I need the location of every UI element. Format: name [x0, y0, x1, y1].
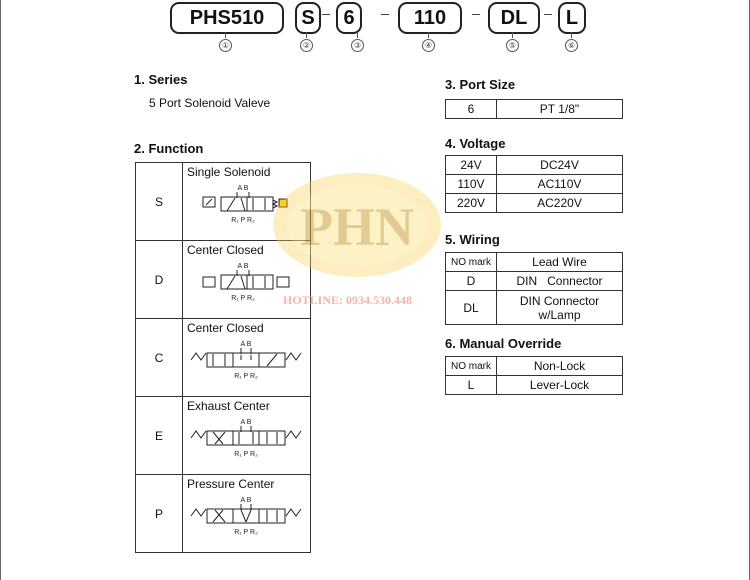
function-row: E Exhaust Center A B R₁ P R₂ [135, 396, 311, 475]
function-name: Single Solenoid [187, 165, 271, 179]
svg-text:A B: A B [238, 185, 249, 192]
voltage-heading: 4. Voltage [445, 136, 506, 151]
svg-text:R₁ P R₂: R₁ P R₂ [234, 373, 258, 380]
series-text: 5 Port Solenoid Valeve [149, 96, 271, 110]
double-solenoid-symbol: A B R₁ P R₂ [202, 263, 290, 302]
hotline-watermark: HOTLINE: 0934.530.448 [283, 293, 413, 307]
pressure-center-symbol: A B R₁ P R₂ [190, 497, 302, 536]
function-heading: 2. Function [134, 141, 204, 156]
function-code: D [135, 240, 183, 319]
series-heading: 1. Series [134, 72, 188, 87]
code-part-series: PHS510 [170, 2, 284, 34]
function-code: S [135, 162, 183, 241]
code-number-1: ① [219, 39, 232, 52]
function-name: Center Closed [187, 321, 264, 335]
svg-text:PHN: PHN [300, 197, 414, 257]
function-code: E [135, 396, 183, 475]
exhaust-center-symbol: A B R₁ P R₂ [190, 419, 302, 458]
svg-text:R₁ P R₂: R₁ P R₂ [231, 295, 255, 302]
svg-text:A B: A B [241, 419, 252, 426]
svg-text:A B: A B [241, 341, 252, 348]
center-closed-symbol: A B R₁ P R₂ [190, 341, 302, 380]
code-separator [381, 14, 389, 15]
code-part-override: L [558, 2, 586, 34]
wiring-heading: 5. Wiring [445, 232, 500, 247]
function-name: Center Closed [187, 243, 264, 257]
function-table: S Single Solenoid A B R₁ P R₂ D Center C… [135, 162, 311, 553]
code-separator [544, 14, 552, 15]
page-left-edge [0, 0, 1, 580]
code-number-6: ⑥ [565, 39, 578, 52]
port-size-heading: 3. Port Size [445, 77, 516, 92]
function-name: Exhaust Center [187, 399, 270, 413]
code-number-5: ⑤ [506, 39, 519, 52]
function-row: P Pressure Center A B R₁ P R₂ [135, 474, 311, 553]
code-part-wiring: DL [488, 2, 540, 34]
function-name: Pressure Center [187, 477, 275, 491]
code-separator [322, 14, 330, 15]
svg-text:R₁ P R₂: R₁ P R₂ [234, 529, 258, 536]
svg-text:A B: A B [238, 263, 249, 270]
single-solenoid-symbol: A B R₁ P R₂ [202, 185, 288, 224]
code-separator [472, 14, 480, 15]
code-part-port-size: 6 [336, 2, 362, 34]
code-part-voltage: 110 [398, 2, 462, 34]
svg-text:R₁ P R₂: R₁ P R₂ [234, 451, 258, 458]
function-row: D Center Closed A B R₁ P R₂ [135, 240, 311, 319]
code-number-2: ② [300, 39, 313, 52]
code-number-3: ③ [351, 39, 364, 52]
table-row: 6 PT 1/8" [445, 99, 623, 119]
function-row: C Center Closed A B R₁ P R₂ [135, 318, 311, 397]
code-part-function: S [295, 2, 321, 34]
code-number-4: ④ [422, 39, 435, 52]
function-row: S Single Solenoid A B R₁ P R₂ [135, 162, 311, 241]
svg-text:R₁ P R₂: R₁ P R₂ [231, 217, 255, 224]
port-size-table: 6 PT 1/8" [445, 99, 623, 119]
svg-text:A B: A B [241, 497, 252, 504]
override-heading: 6. Manual Override [445, 336, 562, 351]
function-code: P [135, 474, 183, 553]
function-code: C [135, 318, 183, 397]
phn-watermark-logo: PHN [273, 173, 441, 277]
